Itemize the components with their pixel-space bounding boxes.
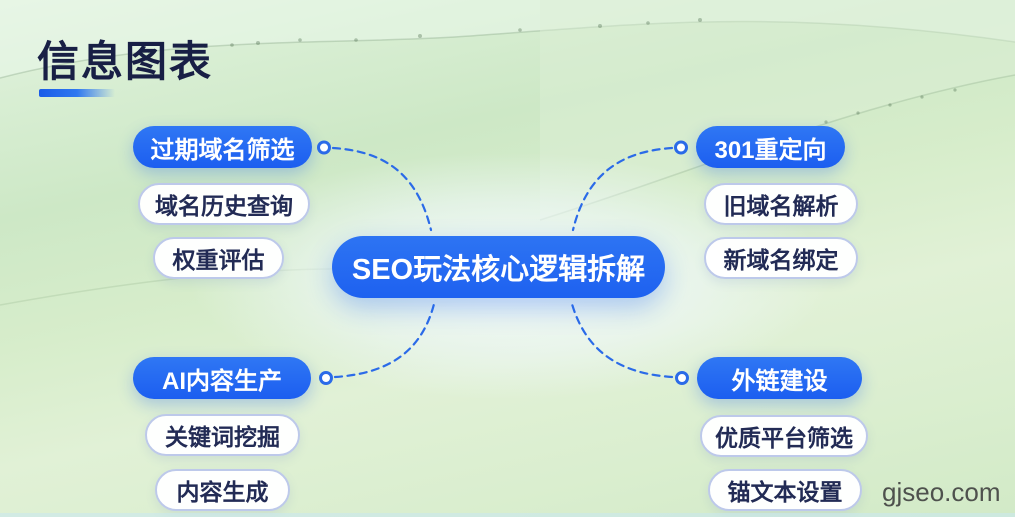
connector-dot [674,140,688,155]
title-underline [39,89,115,97]
sub-node-weight-evaluation: 权重评估 [153,237,284,279]
sub-node-label: 权重评估 [172,247,265,273]
center-node: SEO玩法核心逻辑拆解 [332,236,665,298]
watermark-text: gjseo.com [882,477,1001,507]
branch-node-expired-domain: 过期域名筛选 [133,126,312,168]
sub-node-platform-screening: 优质平台筛选 [700,415,868,457]
center-node-label: SEO玩法核心逻辑拆解 [351,254,646,286]
connector-line-top-left [331,146,433,232]
sub-node-label: 关键词挖掘 [165,424,280,450]
branch-label: AI内容生产 [162,367,282,395]
sub-node-content-generation: 内容生成 [155,469,290,511]
connector-dot [317,140,331,155]
sub-node-old-domain-resolution: 旧域名解析 [704,183,858,225]
connector-line-top-right [571,146,674,232]
sub-node-label: 锚文本设置 [727,479,843,505]
branch-label: 外链建设 [731,367,828,395]
connector-line-bottom-left [333,302,436,379]
sub-node-domain-history: 域名历史查询 [138,183,310,225]
connector-dot [675,371,689,385]
sub-node-label: 内容生成 [176,479,269,505]
sub-node-new-domain-binding: 新域名绑定 [704,237,858,279]
connector-line-bottom-right [570,302,674,379]
sub-node-label: 优质平台筛选 [715,425,853,451]
branch-node-ai-content: AI内容生产 [133,357,311,399]
sub-node-keyword-mining: 关键词挖掘 [145,414,300,456]
page-title: 信息图表 [37,38,214,85]
bottom-edge-strip [0,513,1015,517]
sub-node-label: 域名历史查询 [155,193,293,219]
connector-dot [319,371,333,385]
branch-node-301-redirect: 301重定向 [696,126,845,168]
branch-label: 过期域名筛选 [150,136,295,164]
branch-node-backlink-building: 外链建设 [697,357,862,399]
sub-node-anchor-text-setting: 锚文本设置 [708,469,862,511]
sub-node-label: 新域名绑定 [723,247,839,273]
sub-node-label: 旧域名解析 [723,193,839,219]
branch-label: 301重定向 [714,136,827,164]
